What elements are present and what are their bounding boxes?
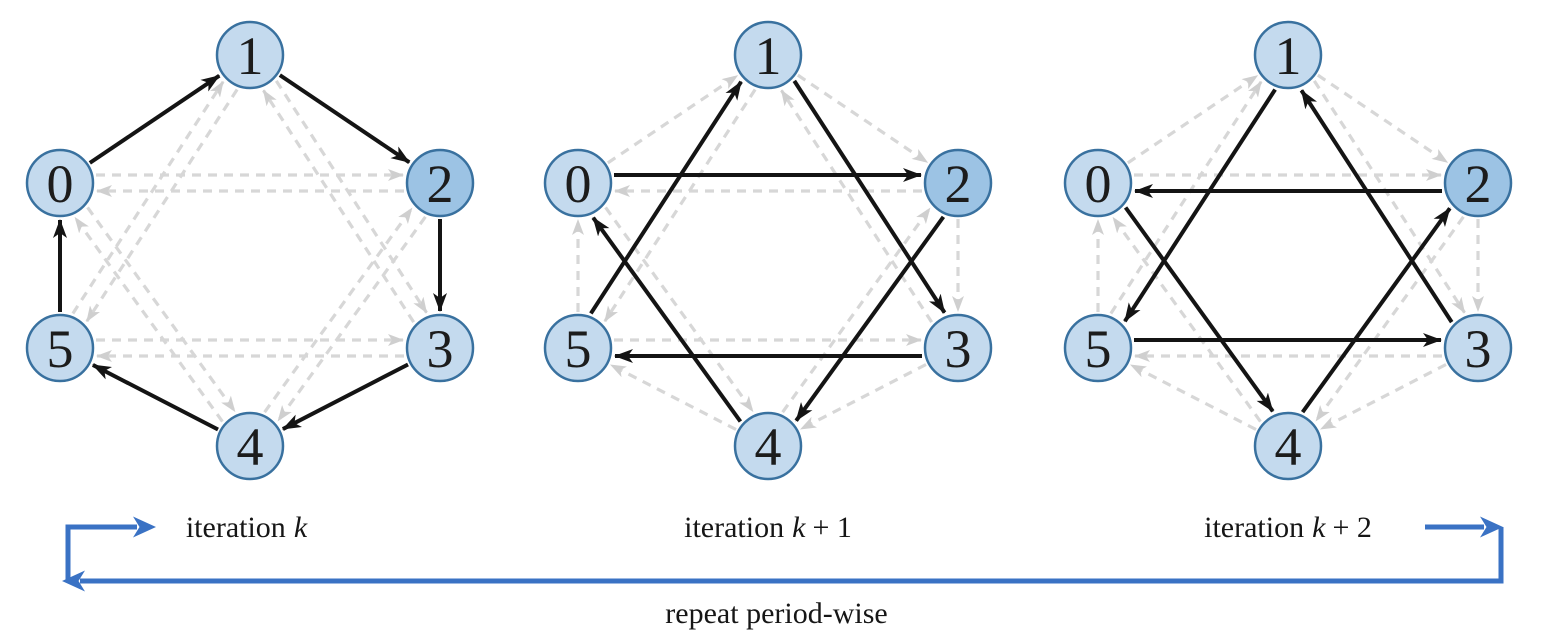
edge-0-to-1-dashed [606, 74, 739, 165]
node-4-label: 4 [755, 417, 782, 477]
edge-4-to-0-dashed [73, 216, 224, 423]
edge-4-to-2-solid [1300, 207, 1452, 414]
node-0 [543, 148, 613, 218]
node-5 [543, 313, 613, 383]
node-1-label: 1 [237, 26, 264, 86]
node-3-label: 3 [945, 319, 972, 379]
iteration-word: iteration [684, 511, 785, 544]
node-1 [1253, 20, 1323, 90]
edge-5-to-1-solid [589, 80, 743, 315]
node-5 [25, 313, 95, 383]
edge-0-to-4-dashed [604, 206, 755, 413]
node-2 [405, 148, 475, 218]
iteration-var: k [293, 511, 308, 544]
node-0 [25, 148, 95, 218]
node-4 [733, 411, 803, 481]
edge-5-to-1-dashed [1109, 80, 1263, 315]
repeat-loop-arrow [62, 516, 1504, 592]
node-3 [1443, 313, 1513, 383]
loop-left-segment [65, 524, 137, 581]
edge-4-to-0-dashed [1111, 216, 1262, 423]
edge-1-to-5-solid [1123, 88, 1277, 323]
edge-1-to-2-dashed [1316, 73, 1449, 164]
edge-3-to-4-dashed [1319, 363, 1447, 431]
node-3 [923, 313, 993, 383]
iteration-k-graph: 0 1 2 3 4 5 [25, 20, 475, 481]
edge-1-to-3-solid [792, 79, 947, 314]
edge-2-to-4-dashed [1314, 215, 1465, 422]
edge-0-to-4-dashed [86, 206, 237, 413]
edge-0-to-1-solid [88, 74, 221, 165]
node-5-label: 5 [565, 319, 592, 379]
node-2-label: 2 [1465, 154, 1492, 214]
edge-3-to-4-solid [281, 362, 409, 431]
iteration-k-plus-2-graph: 0 1 2 3 4 5 [1063, 20, 1513, 481]
iteration-word: iteration [185, 511, 286, 544]
node-0-label: 0 [565, 154, 592, 214]
iteration-word: iteration [1204, 511, 1305, 544]
node-4-label: 4 [237, 417, 264, 477]
arrow-right-icon [1480, 516, 1503, 538]
edge-3-to-1-solid [1299, 89, 1454, 324]
edge-5-to-1-dashed [71, 80, 225, 315]
node-1-label: 1 [1275, 26, 1302, 86]
node-0-label: 0 [47, 154, 74, 214]
repeat-caption: repeat period-wise [665, 597, 888, 630]
node-3-label: 3 [427, 319, 454, 379]
arrow-right-icon [133, 516, 156, 538]
edge-2-to-4-dashed [276, 215, 427, 422]
edge-4-to-5-dashed [609, 363, 737, 431]
iteration-rest: + 2 [1332, 511, 1372, 544]
edge-2-to-4-solid [794, 215, 946, 422]
edge-3-to-1-dashed [262, 89, 416, 324]
node-1 [733, 20, 803, 90]
node-5 [1063, 313, 1133, 383]
node-2 [1443, 148, 1513, 218]
node-5-label: 5 [1085, 319, 1112, 379]
edge-1-to-5-dashed [603, 88, 757, 323]
node-1 [215, 20, 285, 90]
loop-bottom-segment [80, 527, 1504, 584]
node-4 [215, 411, 285, 481]
edge-0-to-1-dashed [1126, 74, 1259, 165]
edge-4-to-5-solid [91, 363, 219, 432]
edge-3-to-1-dashed [780, 89, 934, 324]
edge-1-to-3-dashed [1312, 79, 1466, 314]
iteration-var: k [792, 511, 806, 544]
edge-3-to-4-dashed [799, 363, 927, 431]
edge-1-to-5-dashed [85, 88, 239, 323]
node-4-label: 4 [1275, 417, 1302, 477]
node-4 [1253, 411, 1323, 481]
edge-0-to-4-solid [1123, 206, 1275, 413]
edge-1-to-2-solid [278, 73, 411, 164]
arrow-left-icon [62, 570, 85, 592]
iteration-var: k [1312, 511, 1326, 544]
edge-4-to-5-dashed [1129, 363, 1257, 431]
edge-1-to-2-dashed [796, 73, 929, 164]
node-3 [405, 313, 475, 383]
node-2-label: 2 [427, 154, 454, 214]
iteration-rest: + 1 [812, 511, 852, 544]
edge-1-to-3-dashed [274, 79, 428, 314]
edge-4-to-0-solid [591, 216, 743, 423]
node-1-label: 1 [755, 26, 782, 86]
node-0 [1063, 148, 1133, 218]
node-5-label: 5 [47, 319, 74, 379]
node-2 [923, 148, 993, 218]
iteration-k-plus-1-graph: 0 1 2 3 4 5 [543, 20, 993, 481]
node-0-label: 0 [1085, 154, 1112, 214]
edge-4-to-2-dashed [781, 207, 932, 414]
node-3-label: 3 [1465, 319, 1492, 379]
edge-4-to-2-dashed [263, 207, 414, 414]
node-2-label: 2 [945, 154, 972, 214]
